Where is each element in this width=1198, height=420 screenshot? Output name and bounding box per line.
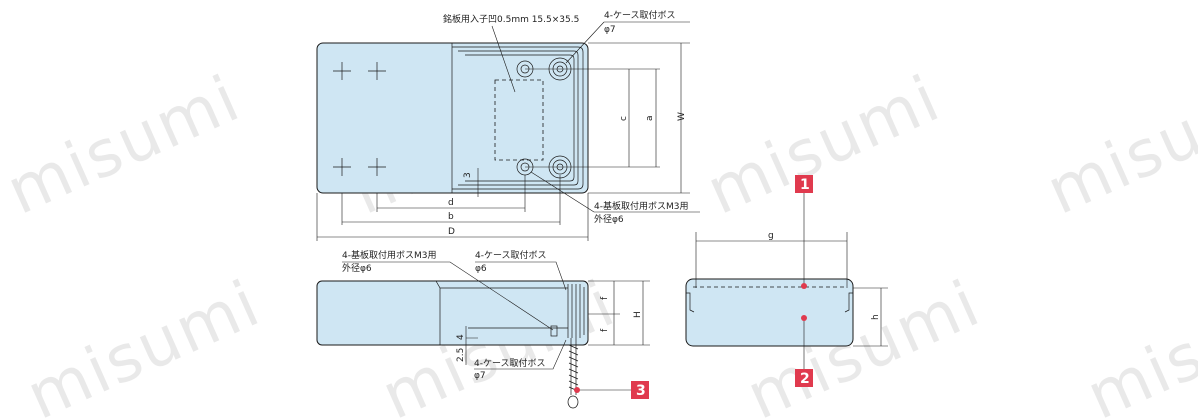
case-boss-bottom-label: 4-ケース取付ボス: [474, 358, 546, 369]
watermark-text-5: misumi: [16, 267, 271, 420]
end-rim-steps: [686, 292, 853, 313]
nameplate-leader: [491, 25, 516, 93]
watermark-text-1: misumi: [0, 62, 251, 230]
side-view: H f f 4 2.5 4-基板取付用ボスM3用 外径φ6 4-ケース取付ボス …: [316, 249, 650, 409]
dim-D-text: D: [448, 227, 455, 237]
callout-2-dot: [801, 315, 807, 321]
nameplate-label: 銘板用入子凹0.5mm 15.5×35.5: [443, 13, 579, 25]
cross-mark-2: [368, 62, 386, 80]
callout-3-text: 3: [636, 383, 646, 399]
case-boss-bottom-leader: [474, 339, 567, 370]
dim-H-text: H: [633, 311, 643, 318]
callout-1-text: 1: [800, 177, 810, 193]
callout-3-dot: [574, 387, 580, 393]
bottom-extension-lines: [316, 175, 589, 241]
top-view: W a c 3 d b D 銘板用入子凹0.5mm 15.5×35.5 4-ケー…: [316, 10, 700, 241]
callout-2-text: 2: [800, 371, 810, 387]
top-rim-outer: [452, 46, 584, 190]
dim-h-text: h: [871, 314, 881, 320]
board-boss-side-label: 4-基板取付用ボスM3用: [342, 249, 436, 261]
top-extension-lines: [525, 42, 690, 194]
case-boss-top-label: 4-ケース取付ボス: [604, 10, 676, 21]
dim-f2-text: f: [600, 328, 610, 332]
board-boss-top-leader: [530, 171, 700, 213]
dim-a-text: a: [645, 115, 655, 121]
watermark-text-4: misumi: [1036, 62, 1198, 230]
case-boss-profile: [567, 284, 585, 338]
dim-4-text: 4: [456, 334, 466, 340]
cross-mark-1: [333, 62, 351, 80]
dim-g-text: g: [768, 231, 774, 241]
end-extension-h: [853, 287, 888, 347]
watermark-text-3: misumi: [696, 62, 951, 230]
case-boss-side-dia: φ6: [475, 264, 487, 274]
top-view-body: [316, 42, 589, 194]
dim-3-text: 3: [463, 172, 473, 178]
top-rim-inner: [465, 54, 575, 182]
dim-4-line: [465, 326, 478, 365]
board-boss-side-dia: 外径φ6: [342, 262, 372, 274]
screw: [567, 338, 579, 409]
side-extension-lines: [588, 280, 650, 346]
watermark-text-8: misumi: [1076, 267, 1198, 420]
cross-mark-4: [368, 158, 386, 176]
cross-marks: [333, 62, 386, 176]
case-boss-side-leader: [475, 261, 567, 291]
cross-mark-3: [333, 158, 351, 176]
board-boss-top-label: 4-基板取付用ボスM3用: [594, 200, 688, 212]
board-boss-top-dia: 外径φ6: [594, 213, 624, 225]
watermark: misumi misumi misumi misumi misumi misum…: [0, 62, 1198, 420]
dim-d-text: d: [448, 198, 454, 208]
end-view: g h: [685, 231, 888, 347]
case-boss-top-dia: φ7: [604, 25, 616, 35]
callout-1-dot: [801, 283, 807, 289]
case-boss-top-leader: [565, 21, 690, 64]
callouts: 1 2 3: [574, 175, 813, 399]
board-boss-side-leader: [342, 261, 554, 331]
side-view-body: [316, 280, 589, 346]
end-extension-g: [695, 232, 848, 288]
callout-3-badge: 3: [631, 381, 649, 399]
dim-25-text: 2.5: [456, 348, 466, 362]
case-boss-side-label: 4-ケース取付ボス: [475, 250, 547, 261]
callout-1-badge: 1: [795, 175, 813, 193]
dim-c-text: c: [619, 116, 629, 121]
callout-2-badge: 2: [795, 369, 813, 387]
dim-f1-text: f: [600, 296, 610, 300]
nameplate-recess: [494, 79, 544, 161]
dim-b-text: b: [448, 212, 454, 222]
case-boss-bottom-dia: φ7: [474, 371, 486, 381]
end-view-body: [685, 278, 854, 347]
top-rim-middle: [458, 50, 579, 186]
board-boss-profile: [550, 325, 558, 337]
dim-W-text: W: [677, 112, 687, 121]
